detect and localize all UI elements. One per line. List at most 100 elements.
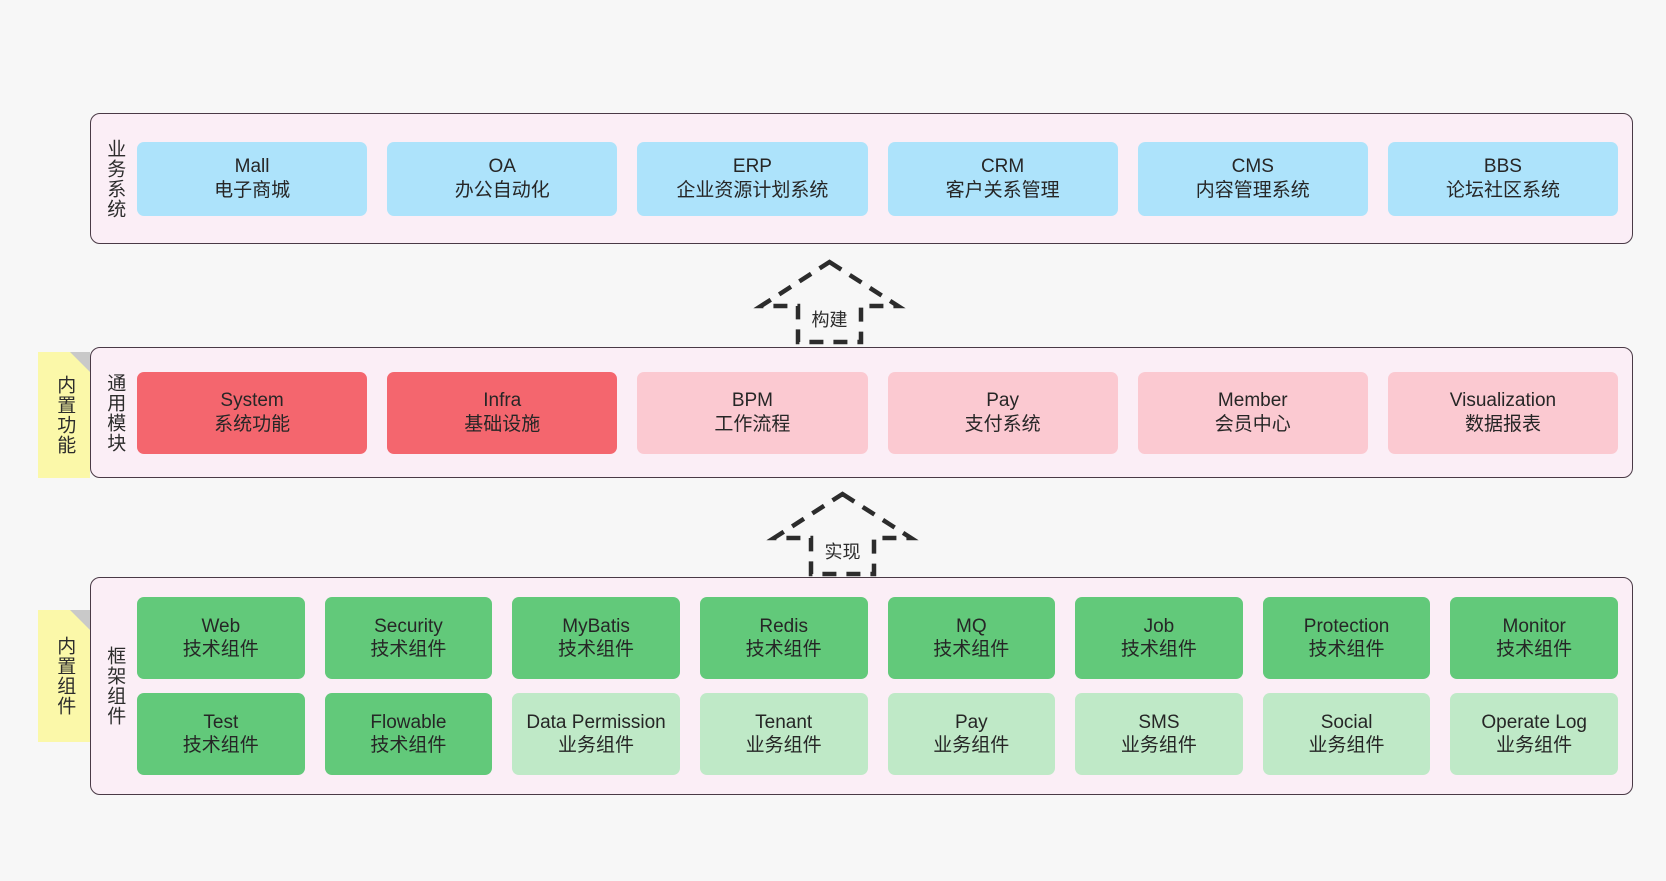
module-name: Visualization	[1449, 390, 1557, 412]
component-desc: 业务组件	[1308, 735, 1385, 756]
layer-title-business-system: 业务系统	[104, 138, 126, 219]
component-social[interactable]: Social 业务组件	[1262, 693, 1431, 775]
module-cms[interactable]: CMS 内容管理系统	[1137, 141, 1368, 216]
module-desc: 数据报表	[1464, 413, 1541, 435]
module-name: ERP	[732, 156, 772, 178]
component-desc: 业务组件	[745, 735, 822, 756]
module-name: CMS	[1231, 156, 1274, 178]
component-name: Job	[1143, 615, 1175, 637]
component-desc: 技术组件	[182, 639, 259, 660]
component-protection[interactable]: Protection 技术组件	[1262, 597, 1431, 679]
component-desc: 技术组件	[1308, 639, 1385, 660]
module-name: Mall	[234, 156, 270, 178]
module-desc: 会员中心	[1214, 413, 1291, 435]
arrow-build-label: 构建	[808, 306, 851, 332]
component-redis[interactable]: Redis 技术组件	[699, 597, 868, 679]
component-web[interactable]: Web 技术组件	[137, 597, 305, 679]
layer-row: Web 技术组件 Security 技术组件 MyBatis 技术组件 Redi…	[137, 597, 1618, 679]
component-desc: 技术组件	[370, 639, 447, 660]
component-name: Data Permission	[526, 711, 666, 733]
arrow-realize-label: 实现	[821, 538, 864, 564]
component-desc: 业务组件	[1496, 735, 1573, 756]
component-name: Redis	[759, 615, 808, 637]
module-name: BBS	[1483, 156, 1522, 178]
component-desc: 技术组件	[182, 735, 259, 756]
component-desc: 业务组件	[558, 735, 635, 756]
component-desc: 技术组件	[933, 639, 1010, 660]
layer-body-common-module: System 系统功能 Infra 基础设施 BPM 工作流程 Pay 支付系统…	[137, 348, 1632, 477]
component-desc: 技术组件	[558, 639, 635, 660]
module-visualization[interactable]: Visualization 数据报表	[1387, 371, 1619, 454]
module-name: Infra	[483, 390, 522, 412]
module-desc: 论坛社区系统	[1445, 179, 1560, 201]
component-name: Pay	[954, 711, 988, 733]
component-sms[interactable]: SMS 业务组件	[1075, 693, 1243, 775]
component-mybatis[interactable]: MyBatis 技术组件	[512, 597, 680, 679]
component-name: Web	[201, 615, 241, 637]
module-name: CRM	[980, 156, 1025, 178]
component-tenant[interactable]: Tenant 业务组件	[699, 693, 868, 775]
component-name: Protection	[1303, 615, 1390, 637]
module-desc: 支付系统	[964, 413, 1041, 435]
component-name: SMS	[1138, 711, 1180, 733]
note-fold-corner-icon	[70, 610, 90, 630]
component-pay[interactable]: Pay 业务组件	[887, 693, 1056, 775]
module-desc: 系统功能	[214, 413, 291, 435]
note-builtin-component-label: 内置组件	[54, 636, 76, 716]
component-flowable[interactable]: Flowable 技术组件	[324, 693, 493, 775]
component-name: Operate Log	[1481, 711, 1587, 733]
layer-title-common-module: 通用模块	[104, 372, 126, 453]
module-desc: 工作流程	[714, 413, 791, 435]
component-desc: 技术组件	[1120, 639, 1197, 660]
layer-framework-component: 框架组件 Web 技术组件 Security 技术组件 MyBatis 技术组件…	[90, 577, 1633, 795]
component-desc: 技术组件	[745, 639, 822, 660]
module-name: System	[220, 390, 284, 412]
module-mall[interactable]: Mall 电子商城	[137, 141, 368, 216]
module-infra[interactable]: Infra 基础设施	[387, 371, 618, 454]
note-fold-corner-icon	[70, 352, 90, 372]
module-oa[interactable]: OA 办公自动化	[387, 141, 618, 216]
module-bbs[interactable]: BBS 论坛社区系统	[1387, 141, 1619, 216]
module-desc: 内容管理系统	[1195, 179, 1310, 201]
module-name: OA	[488, 156, 516, 178]
component-name: Test	[203, 711, 239, 733]
component-desc: 技术组件	[370, 735, 447, 756]
layer-business-system: 业务系统 Mall 电子商城 OA 办公自动化 ERP 企业资源计划系统 CRM…	[90, 113, 1633, 244]
module-desc: 客户关系管理	[945, 179, 1060, 201]
layer-title-framework-component: 框架组件	[104, 646, 126, 726]
module-member[interactable]: Member 会员中心	[1137, 371, 1368, 454]
component-name: Social	[1320, 711, 1373, 733]
component-operate-log[interactable]: Operate Log 业务组件	[1450, 693, 1618, 775]
layer-row: Test 技术组件 Flowable 技术组件 Data Permission …	[137, 693, 1618, 775]
note-builtin-component: 内置组件	[38, 610, 90, 742]
component-test[interactable]: Test 技术组件	[137, 693, 305, 775]
component-name: Flowable	[370, 711, 447, 733]
component-name: Monitor	[1502, 615, 1566, 637]
layer-row: System 系统功能 Infra 基础设施 BPM 工作流程 Pay 支付系统…	[137, 371, 1619, 454]
component-job[interactable]: Job 技术组件	[1075, 597, 1243, 679]
module-name: BPM	[731, 390, 774, 412]
layer-body-framework-component: Web 技术组件 Security 技术组件 MyBatis 技术组件 Redi…	[137, 578, 1632, 794]
module-crm[interactable]: CRM 客户关系管理	[887, 141, 1118, 216]
module-desc: 办公自动化	[454, 179, 550, 201]
component-desc: 业务组件	[933, 735, 1010, 756]
component-data-permission[interactable]: Data Permission 业务组件	[512, 693, 680, 775]
module-pay[interactable]: Pay 支付系统	[887, 371, 1118, 454]
arrow-realize: 实现	[766, 490, 919, 577]
component-name: Tenant	[755, 711, 813, 733]
component-name: Security	[374, 615, 443, 637]
module-system[interactable]: System 系统功能	[137, 371, 368, 454]
arrow-build: 构建	[753, 258, 906, 345]
component-security[interactable]: Security 技术组件	[324, 597, 493, 679]
component-mq[interactable]: MQ 技术组件	[887, 597, 1056, 679]
module-bpm[interactable]: BPM 工作流程	[637, 371, 868, 454]
layer-common-module: 通用模块 System 系统功能 Infra 基础设施 BPM 工作流程 Pay…	[90, 347, 1633, 478]
module-name: Pay	[986, 390, 1019, 412]
component-desc: 技术组件	[1496, 639, 1573, 660]
component-monitor[interactable]: Monitor 技术组件	[1450, 597, 1618, 679]
component-name: MQ	[956, 615, 987, 637]
module-name: Member	[1217, 390, 1288, 412]
module-erp[interactable]: ERP 企业资源计划系统	[637, 141, 868, 216]
module-desc: 企业资源计划系统	[676, 179, 829, 201]
